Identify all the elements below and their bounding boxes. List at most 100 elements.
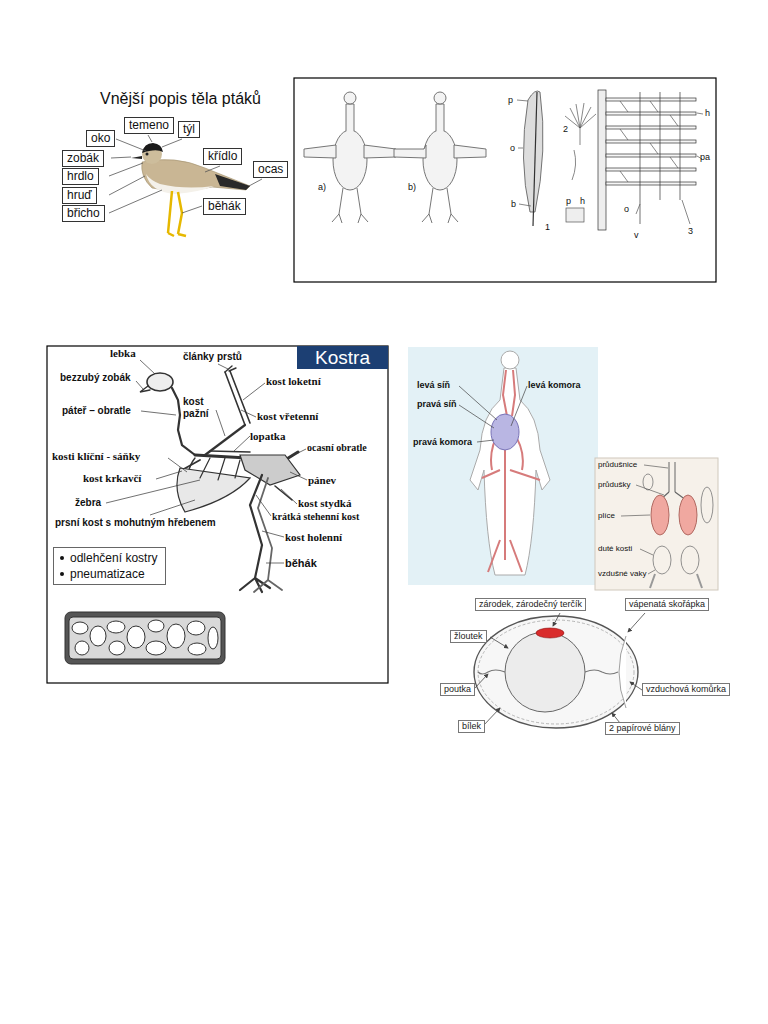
body-part-box: oko (86, 130, 115, 147)
circulation-panel-part-part (459, 405, 494, 428)
skeleton-panel-part-part (298, 449, 306, 453)
part-label: h (705, 108, 710, 119)
skeleton-panel-part-part (177, 468, 250, 512)
part-label: kost holenní (285, 531, 342, 544)
egg-illustration (474, 613, 645, 728)
egg-illustration-part-part (630, 682, 642, 690)
title-band: Kostra (297, 346, 388, 369)
plover-illustration-part (215, 174, 250, 190)
circulation-panel-part (491, 414, 519, 450)
skeleton-panel-part-part (241, 410, 256, 417)
skeleton-panel-part-part (225, 366, 236, 372)
circulation-panel-part (501, 351, 519, 369)
part-label: p (508, 95, 513, 106)
skeleton-panel-part-part (275, 486, 292, 500)
feather-panel-part-part (606, 140, 696, 143)
part-label: duté kosti (598, 544, 632, 554)
node-text: vápenatá skořápka (629, 599, 705, 609)
feather-panel-part-part (620, 101, 678, 182)
plover-illustration (131, 143, 250, 236)
bone-section (65, 612, 225, 664)
leader-line-part (116, 139, 146, 151)
part-label: kost pažní (183, 396, 215, 420)
part-label: lebka (110, 347, 136, 360)
skeleton-panel-part-part (234, 436, 250, 451)
bone-section-part (65, 612, 225, 664)
bone-section-part-part (75, 641, 89, 655)
feather-panel-part-part (598, 90, 606, 230)
skeleton-panel-part-part (240, 475, 270, 592)
node-text: běhák (208, 199, 241, 213)
part-label: kosti klíční - sáňky (52, 450, 140, 463)
part-label: průdušnice (598, 460, 637, 470)
respiration-panel-part-part (640, 549, 653, 555)
node-text: odlehčení kostry (58, 550, 157, 566)
part-label: levá síň (417, 380, 450, 391)
leader-line-part (182, 206, 202, 213)
respiration-panel-part-part (643, 474, 653, 490)
bone-section-part-part (109, 641, 125, 655)
part-label: prsní kost s mohutným hřebenem (55, 517, 216, 529)
bone-section-part-part (148, 620, 164, 632)
respiration-panel-part-part (644, 465, 668, 468)
feather-panel-part (304, 92, 486, 223)
plover-illustration-part (146, 174, 214, 194)
part-label: o (510, 143, 515, 154)
node-text: 2 papírové blány (609, 723, 676, 733)
circulation-panel-part (470, 368, 550, 575)
part-label: lopatka (250, 430, 285, 443)
circulation-panel-part (459, 386, 527, 442)
skeleton-panel-part-part (150, 500, 195, 515)
part-label: o (624, 204, 629, 215)
feather-panel-part (517, 90, 703, 230)
egg-illustration-part (619, 636, 626, 708)
leader-line-part (162, 139, 182, 147)
bone-section-part-part (90, 626, 106, 646)
node-text: žloutek (454, 631, 483, 641)
skeleton-panel-part-part (136, 381, 143, 389)
respiration-panel-part (651, 495, 669, 535)
skeleton-panel-part-part (141, 411, 176, 415)
part-label: 3 (688, 226, 693, 237)
feather-panel-part-part (518, 148, 523, 149)
feather-panel-part-part (434, 92, 446, 104)
feather-panel-part-part (454, 145, 486, 158)
bone-section-part-part (127, 626, 145, 648)
feather-panel-part (523, 91, 543, 212)
feather-panel-part-part (304, 145, 336, 158)
skeleton-panel-part-part (240, 455, 300, 485)
plover-illustration-part (142, 143, 163, 153)
skeleton-panel-part-part (140, 360, 155, 374)
respiration-panel-part (595, 458, 718, 590)
skeleton-panel-part-part (243, 383, 265, 400)
egg-part-box: vzduchová komůrka (642, 683, 730, 696)
plover-illustration-part (131, 156, 142, 159)
respiration-panel-part (669, 462, 675, 492)
part-label: kost krkavčí (83, 472, 141, 485)
feather-panel (294, 78, 716, 282)
circulation-panel-part-part (511, 386, 527, 426)
leader-line-part (109, 163, 143, 176)
egg-part-box: zárodek, zárodečný terčík (475, 598, 586, 611)
feather-panel-part-part (606, 154, 696, 157)
node-text: hruď (67, 188, 92, 202)
feather-panel-part-part (423, 130, 457, 190)
circulation-panel-part-part (459, 386, 497, 420)
feather-panel-part-part (344, 92, 356, 104)
circulation-panel-part (482, 370, 540, 572)
part-label: bezzubý zobák (60, 372, 131, 384)
feather-panel-part-part (606, 182, 696, 185)
part-label: pa (700, 152, 710, 163)
leader-line-part (205, 166, 220, 172)
node-text: břicho (67, 206, 100, 220)
node-text: oko (91, 131, 110, 145)
plover-illustration-part (146, 153, 149, 156)
bone-section-part-part (146, 641, 166, 655)
egg-part-box: vápenatá skořápka (625, 598, 709, 611)
body-part-box: temeno (124, 117, 174, 134)
node-text: poutka (444, 684, 471, 694)
respiration-panel-part-part (621, 515, 650, 516)
respiration-panel-part-part (650, 574, 702, 588)
part-label: páteř – obratle (62, 405, 131, 417)
